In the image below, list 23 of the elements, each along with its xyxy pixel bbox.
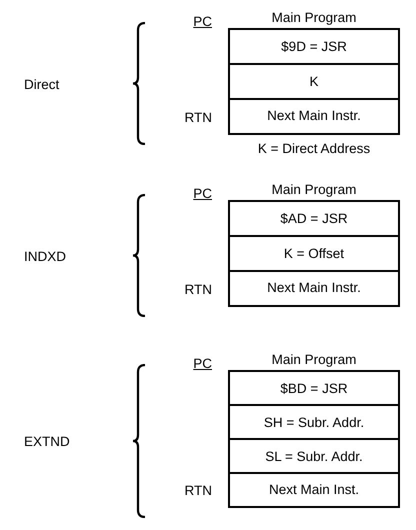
pointer-label: RTN <box>184 280 212 298</box>
memory-cell: SH = Subr. Addr. <box>230 404 398 440</box>
pointer-label: RTN <box>184 482 212 500</box>
memory-cell: $9D = JSR <box>230 30 398 65</box>
mode-label: EXTND <box>24 433 70 451</box>
pointer-label: PC <box>193 185 212 203</box>
memory-cell: SL = Subr. Addr. <box>230 438 398 474</box>
table-heading: Main Program <box>270 351 358 369</box>
table-heading: Main Program <box>270 181 358 199</box>
table-heading: Main Program <box>270 9 358 27</box>
memory-cell: K = Offset <box>230 235 398 272</box>
memory-cell: Next Main Instr. <box>230 98 398 133</box>
pointer-label: PC <box>193 355 212 373</box>
mode-label: INDXD <box>24 248 66 266</box>
memory-cell: $AD = JSR <box>230 202 398 237</box>
note-text: K = Direct Address <box>256 140 372 158</box>
pointer-label: RTN <box>184 108 212 126</box>
memory-cell: $BD = JSR <box>230 372 398 406</box>
pointer-label: PC <box>193 13 212 31</box>
mode-label: Direct <box>24 76 60 94</box>
memory-cell: K <box>230 63 398 100</box>
memory-cell: Next Main Inst. <box>230 472 398 506</box>
memory-cell: Next Main Instr. <box>230 270 398 305</box>
